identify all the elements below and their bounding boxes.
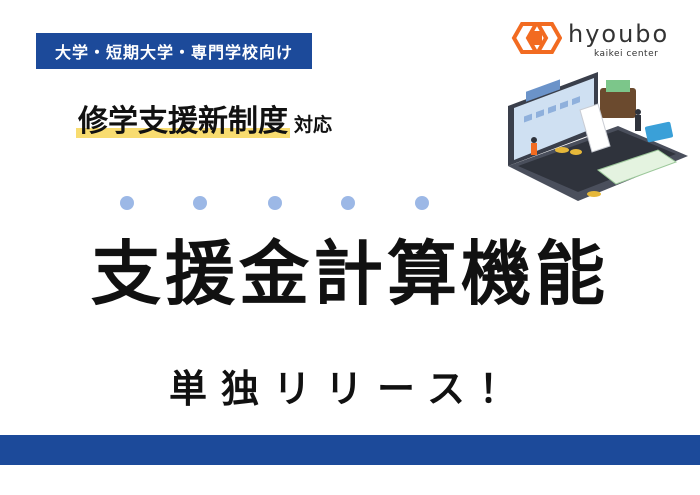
dot-2: [193, 196, 207, 210]
logo-wordmark: hyoubo: [568, 20, 670, 48]
badge-text: 大学・短期大学・専門学校向け: [54, 43, 293, 62]
dot-5: [415, 196, 429, 210]
release-announcement: 単独リリース！: [168, 367, 532, 411]
hyoubo-logo: hyoubo kaikei center: [510, 18, 680, 62]
target-audience-badge: 大学・短期大学・専門学校向け: [36, 33, 312, 69]
main-title: 支援金計算機能: [91, 233, 609, 315]
dot-4: [341, 196, 355, 210]
headline-main: 修学支援新制度: [76, 96, 290, 140]
footer-bar: [0, 435, 700, 465]
hexagon-logo-icon: [511, 22, 562, 54]
headline: 修学支援新制度 対応: [76, 96, 332, 142]
laptop-finance-illustration: [508, 72, 688, 201]
decorative-dots: [115, 196, 445, 212]
dot-3: [268, 196, 282, 210]
dot-1: [120, 196, 134, 210]
headline-suffix: 対応: [294, 114, 333, 136]
logo-tagline: kaikei center: [594, 49, 659, 59]
